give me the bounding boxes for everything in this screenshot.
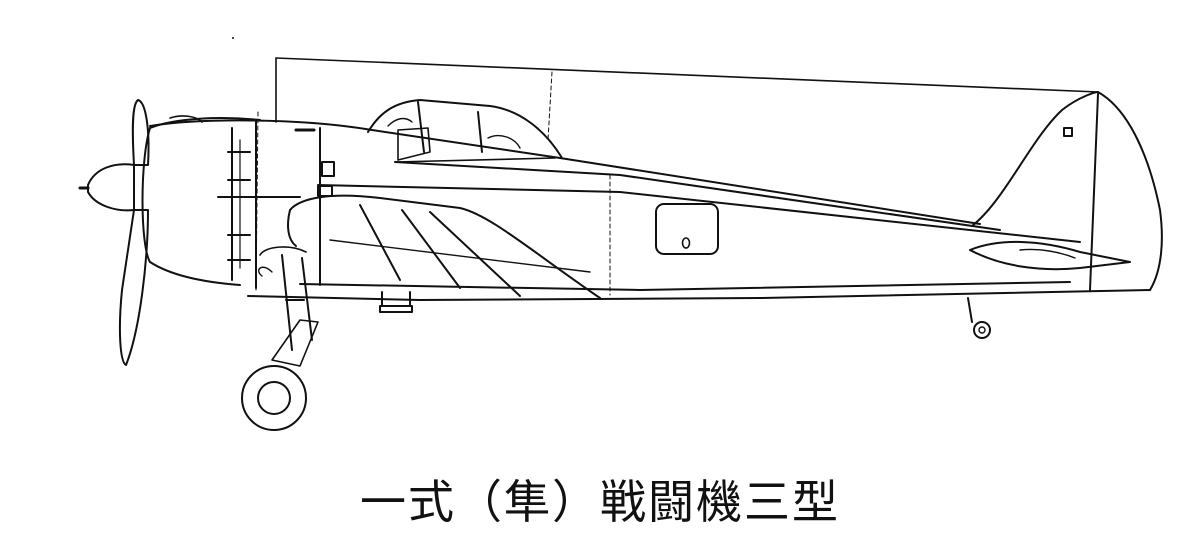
wing bbox=[287, 194, 601, 299]
access-hatch bbox=[655, 203, 719, 255]
belly-fitting bbox=[379, 291, 413, 313]
cockpit-canopy bbox=[367, 99, 563, 163]
reference-dashed-lines bbox=[255, 71, 611, 296]
tail-fin bbox=[971, 91, 1163, 291]
engine-cowling bbox=[141, 115, 335, 289]
horizontal-stabilizer bbox=[969, 240, 1131, 271]
wing-reference-outline bbox=[275, 57, 1099, 123]
aircraft-caption: 一式（隼）戦闘機三型 bbox=[360, 475, 840, 529]
main-wheel bbox=[241, 365, 307, 431]
tail-wheel bbox=[967, 297, 991, 339]
propeller-spinner bbox=[78, 163, 135, 212]
main-landing-gear bbox=[258, 246, 319, 367]
aircraft-side-view-drawing bbox=[78, 37, 1163, 431]
fuselage bbox=[149, 119, 1151, 301]
propeller-blades bbox=[118, 99, 150, 366]
scan-dot bbox=[232, 37, 234, 39]
